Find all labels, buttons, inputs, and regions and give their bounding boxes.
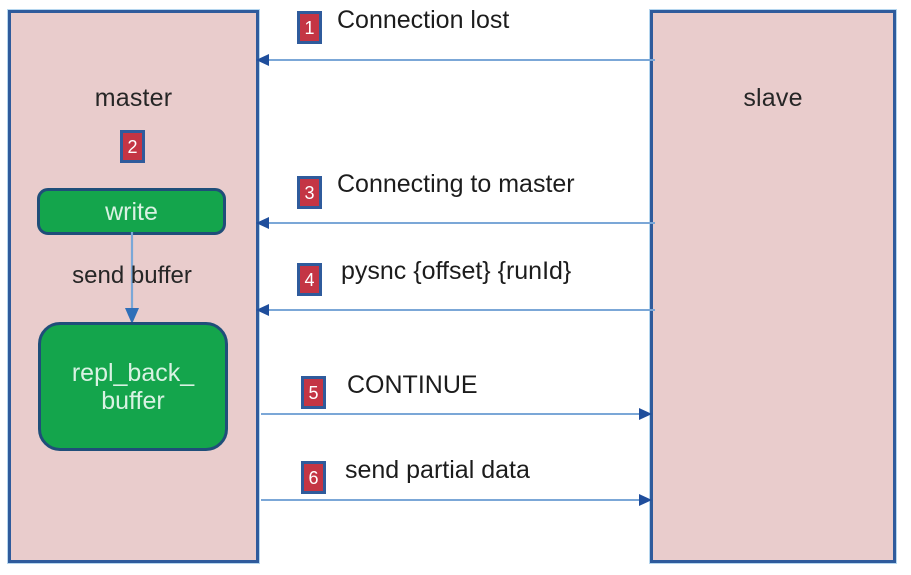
message-label-5: CONTINUE <box>347 371 478 399</box>
message-arrow-3 <box>256 217 655 229</box>
message-label-4: pysnc {offset} {runId} <box>341 257 572 285</box>
message-arrow-4 <box>256 304 655 316</box>
step-badge-4: 4 <box>297 263 322 296</box>
slave-node-label: slave <box>743 84 803 112</box>
step-badge-1: 1 <box>297 11 322 44</box>
step-badge-2: 2 <box>120 130 145 163</box>
write-box: write <box>37 188 226 235</box>
send-buffer-arrow-icon <box>125 232 139 324</box>
master-node-box <box>8 10 259 563</box>
message-label-3: Connecting to master <box>337 170 575 198</box>
repl-back-buffer-line-1: repl_back_ <box>71 358 195 387</box>
step-badge-6: 6 <box>301 461 326 494</box>
repl-back-buffer-box: repl_back_ buffer <box>38 322 228 451</box>
message-arrow-1 <box>256 54 655 66</box>
message-label-6: send partial data <box>345 456 530 484</box>
step-badge-3: 3 <box>297 176 322 209</box>
slave-node-box <box>650 10 896 563</box>
message-label-1: Connection lost <box>337 6 510 34</box>
step-badge-5: 5 <box>301 376 326 409</box>
send-buffer-label: send buffer <box>72 262 192 289</box>
message-arrow-5 <box>261 408 652 420</box>
master-node-label: master <box>94 84 173 112</box>
message-arrow-6 <box>261 494 652 506</box>
repl-back-buffer-line-2: buffer <box>101 386 165 415</box>
